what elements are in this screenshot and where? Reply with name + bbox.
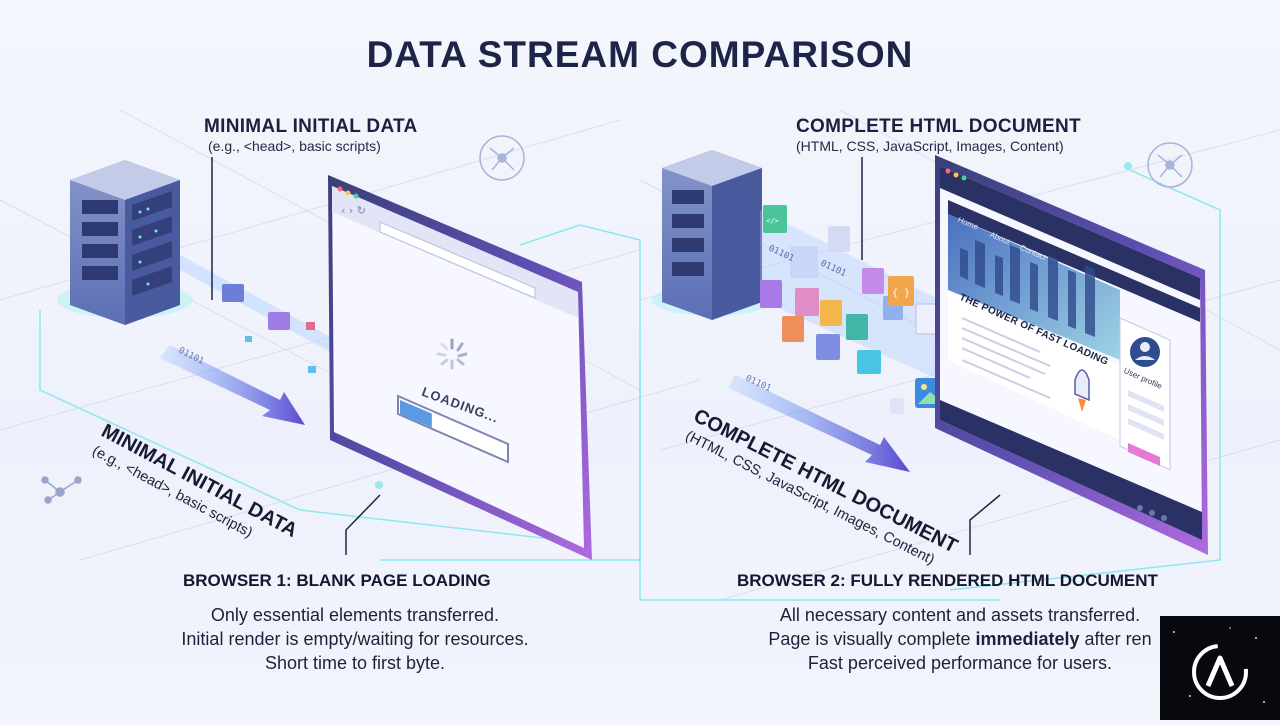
- caption-line: Fast perceived performance for users.: [807, 653, 1113, 673]
- left-data-sublabel: (e.g., <head>, basic scripts): [208, 138, 381, 154]
- network-icon: [41, 476, 82, 504]
- server-icon: [57, 160, 193, 325]
- server-icon: [652, 150, 772, 320]
- svg-text:‹ › ↻: ‹ › ↻: [341, 204, 366, 217]
- logo-icon: [1173, 627, 1265, 703]
- avatar-icon: [1130, 337, 1160, 367]
- browser1-caption-heading: BROWSER 1: BLANK PAGE LOADING: [183, 571, 491, 590]
- file-icon: { }: [888, 276, 914, 306]
- svg-text:{ }: { }: [892, 288, 910, 299]
- caption-line: Short time to first byte.: [264, 653, 446, 673]
- network-icon: [1147, 142, 1193, 188]
- file-icon: </>: [763, 205, 787, 233]
- right-data-label: COMPLETE HTML DOCUMENT: [796, 116, 1081, 137]
- spinner-icon: [436, 338, 468, 370]
- arrow-right: [728, 375, 910, 472]
- network-icon: [479, 135, 525, 181]
- page-title: DATA STREAM COMPARISON: [366, 34, 914, 75]
- caption-line: Initial render is empty/waiting for reso…: [181, 629, 529, 649]
- profile-submit-button: [1128, 443, 1160, 466]
- data-stream-right: </> { } 01101 01101: [760, 205, 949, 414]
- arrow-left: [160, 345, 305, 425]
- svg-text:</>: </>: [766, 217, 779, 225]
- browser2-caption-heading: BROWSER 2: FULLY RENDERED HTML DOCUMENT: [737, 571, 1158, 590]
- caption-line: Page is visually complete immediately af…: [768, 629, 1152, 649]
- browser-icon: ‹ › ↻: [328, 175, 592, 560]
- right-data-sublabel: (HTML, CSS, JavaScript, Images, Content): [796, 138, 1064, 154]
- loading-bar-fill: [400, 400, 432, 428]
- brand-logo: [1160, 616, 1280, 720]
- browser-icon: [935, 155, 1208, 555]
- left-data-label: MINIMAL INITIAL DATA: [204, 116, 418, 137]
- caption-line: Only essential elements transferred.: [210, 605, 500, 625]
- rocket-icon: [1074, 369, 1090, 412]
- connector-lines: [39, 169, 1221, 601]
- browser2-caption-body: All necessary content and assets transfe…: [700, 603, 1220, 675]
- caption-line: All necessary content and assets transfe…: [779, 605, 1141, 625]
- browser1-caption-body: Only essential elements transferred. Ini…: [120, 603, 590, 675]
